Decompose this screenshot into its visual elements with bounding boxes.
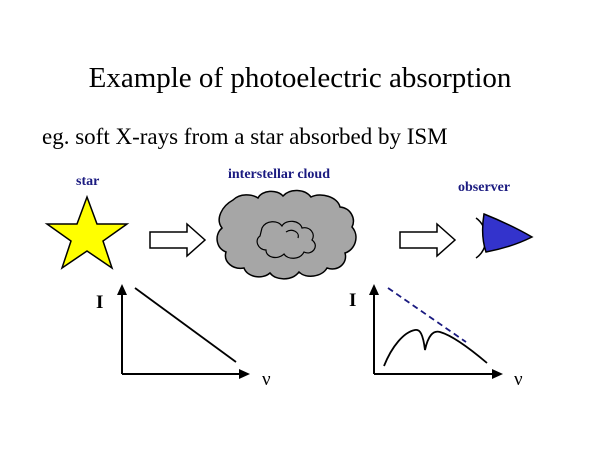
observer-label: observer — [458, 180, 511, 195]
right-spectrum-plot — [369, 284, 503, 379]
cloud-label: interstellar cloud — [228, 167, 331, 182]
star-label: star — [76, 174, 100, 189]
absorbed-spectrum-curve — [383, 329, 488, 367]
right-y-axis-label: I — [349, 290, 357, 311]
left-spectrum-plot — [117, 284, 250, 379]
slide-subtitle: eg. soft X-rays from a star absorbed by … — [42, 124, 448, 149]
interstellar-cloud-icon — [216, 189, 357, 280]
left-y-axis-label: I — [96, 292, 104, 313]
unabsorbed-spectrum-line — [134, 287, 237, 363]
arrow-right-icon-1 — [149, 222, 207, 258]
left-x-axis-label: ν — [262, 369, 271, 390]
eye-icon — [475, 212, 534, 259]
right-x-axis-label: ν — [514, 369, 523, 390]
slide-title: Example of photoelectric absorption — [88, 62, 512, 94]
arrow-right-icon-2 — [399, 222, 457, 258]
intrinsic-spectrum-dashed-line — [387, 287, 467, 343]
star-icon — [44, 194, 130, 270]
